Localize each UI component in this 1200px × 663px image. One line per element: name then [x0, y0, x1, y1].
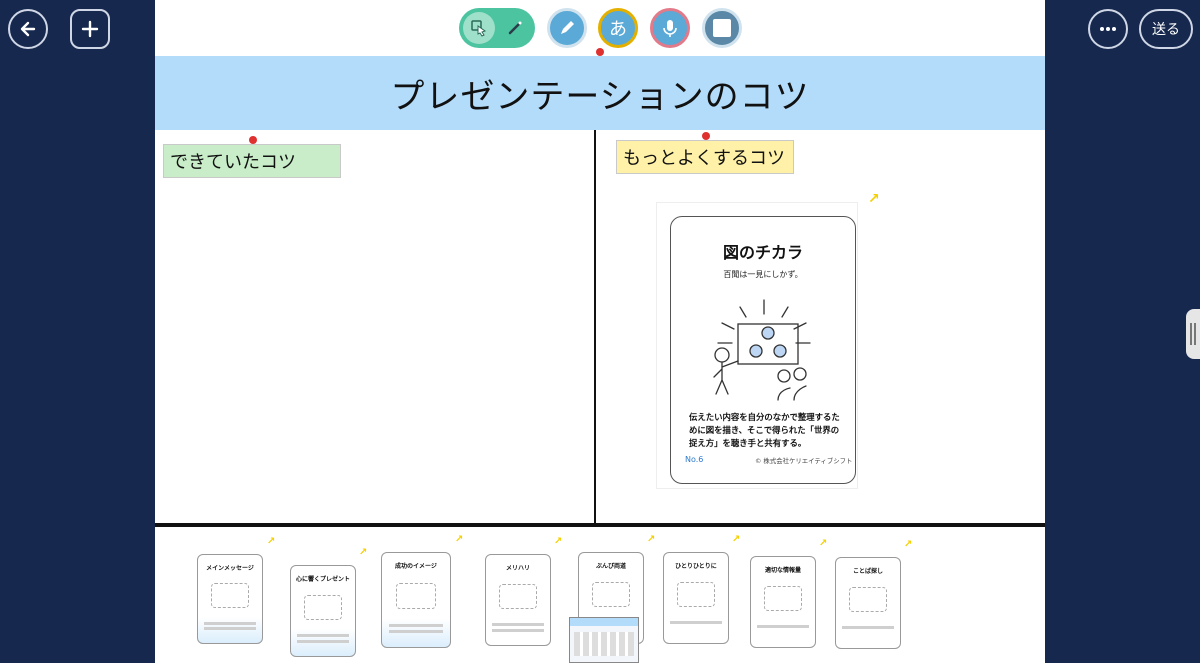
- plus-icon: [81, 20, 99, 38]
- send-button-label: 送る: [1152, 22, 1180, 38]
- tray-card-title: メインメッセージ: [206, 565, 254, 572]
- tray-card-text: [842, 626, 894, 630]
- send-button[interactable]: 送る: [1139, 9, 1193, 49]
- tray-card-title: ぶんぴ両道: [595, 563, 626, 570]
- main-card: 図のチカラ 百聞は一見にしかず。 伝えたい内容を自分のなかで整理するために図を描…: [670, 216, 856, 484]
- tray-card-expand-icon[interactable]: ↗: [267, 536, 276, 547]
- tray-divider: [155, 523, 1045, 527]
- toolbar-pin: [596, 48, 604, 56]
- tray-card-text: [204, 627, 256, 631]
- microphone-icon: [663, 20, 677, 37]
- tray-card-title: メリハリ: [505, 565, 530, 572]
- tray-card-illustration: [848, 586, 888, 612]
- tray-card-illustration: [210, 583, 250, 608]
- select-tool-group[interactable]: [459, 8, 535, 48]
- tray-card-text: [492, 623, 544, 627]
- board-title: プレゼンテーションのコツ: [390, 76, 810, 117]
- sticky-note-right-text: もっとよくするコツ: [623, 148, 785, 169]
- microphone-tool[interactable]: [650, 8, 690, 48]
- tray-card[interactable]: ひとりひとりに: [663, 552, 729, 644]
- whiteboard[interactable]: あ プレゼンテーションのコツ できていたコツ もっとよくするコツ 図のチカラ 百…: [155, 0, 1045, 663]
- ellipsis-icon: [1100, 27, 1116, 31]
- main-card-subtitle: 百聞は一見にしかず。: [723, 270, 803, 279]
- main-card-description: 伝えたい内容を自分のなかで整理するために図を描き、そこで得られた「世界の捉え方」…: [689, 412, 840, 449]
- tray-card-illustration: [395, 583, 437, 610]
- tray-card-expand-icon[interactable]: ↗: [904, 539, 913, 550]
- tray-card-expand-icon[interactable]: ↗: [554, 536, 563, 547]
- tray-card-expand-icon[interactable]: ↗: [455, 534, 464, 545]
- tray-card[interactable]: 適切な情報量: [750, 556, 816, 648]
- tray-card-text: [388, 630, 444, 634]
- tray-card-illustration: [591, 581, 631, 607]
- tray-card-text: [388, 624, 444, 628]
- tray-card-expand-icon[interactable]: ↗: [819, 538, 828, 549]
- thumbnail-header: [570, 618, 638, 626]
- main-card-title: 図のチカラ: [722, 243, 803, 262]
- tray-card-illustration: [676, 581, 716, 607]
- magic-wand-icon: [508, 21, 522, 35]
- toolbar: あ: [155, 8, 1045, 56]
- shape-tool[interactable]: [702, 8, 742, 48]
- tray-card-title: 適切な情報量: [764, 567, 801, 574]
- board-title-bar: プレゼンテーションのコツ: [155, 56, 1045, 130]
- tray-card[interactable]: 成功のイメージ: [381, 552, 451, 648]
- tray-card-illustration: [303, 594, 343, 620]
- sticky-pin-left: [249, 136, 257, 144]
- tray-card[interactable]: 心に響くプレゼント: [290, 565, 356, 657]
- main-card-expand-icon[interactable]: ↗: [868, 191, 880, 207]
- tray-card[interactable]: ことば探し: [835, 557, 901, 649]
- sticky-note-left-text: できていたコツ: [170, 152, 296, 173]
- tray-card-title: ひとりひとりに: [675, 563, 717, 570]
- tray-card-expand-icon[interactable]: ↗: [647, 534, 656, 545]
- sticky-note-left[interactable]: できていたコツ: [163, 144, 341, 178]
- back-button[interactable]: [8, 9, 48, 49]
- tray-card-expand-icon[interactable]: ↗: [732, 534, 741, 545]
- shape-icon: [713, 19, 731, 37]
- tray-card-text: [297, 639, 349, 643]
- thumbnail-grid: [574, 632, 634, 656]
- tray-card-illustration: [763, 585, 803, 611]
- magic-wand-tool[interactable]: [499, 12, 531, 44]
- tray-card-text: [757, 625, 809, 629]
- side-panel-handle[interactable]: [1186, 309, 1200, 359]
- tray-card-text: [297, 634, 349, 638]
- tray-card-illustration: [498, 583, 538, 609]
- pen-icon: [561, 21, 574, 34]
- main-card-frame[interactable]: 図のチカラ 百聞は一見にしかず。 伝えたい内容を自分のなかで整理するために図を描…: [657, 203, 857, 488]
- tray-card-text: [492, 628, 544, 632]
- tray-card-title: ことば探し: [852, 568, 883, 575]
- arrow-left-icon: [20, 21, 36, 37]
- main-card-number: No.6: [685, 455, 704, 464]
- tray-card[interactable]: メインメッセージ: [197, 554, 263, 644]
- text-tool[interactable]: あ: [598, 8, 638, 48]
- tray-card-text: [204, 621, 256, 625]
- tray-card-expand-icon[interactable]: ↗: [359, 547, 368, 558]
- whiteboard-illustration: [713, 299, 811, 401]
- tray-card-text: [670, 621, 722, 625]
- sticky-note-right[interactable]: もっとよくするコツ: [616, 140, 794, 174]
- hand-pointer-tool[interactable]: [463, 12, 495, 44]
- tray-card-title: 心に響くプレゼント: [295, 576, 350, 583]
- text-tool-label: あ: [609, 19, 627, 40]
- tray-card[interactable]: メリハリ: [485, 554, 551, 646]
- add-button[interactable]: [70, 9, 110, 49]
- pen-tool[interactable]: [547, 8, 587, 48]
- more-button[interactable]: [1088, 9, 1128, 49]
- sticky-pin-right: [702, 132, 710, 140]
- tray-card-title: 成功のイメージ: [395, 563, 437, 570]
- column-divider: [594, 130, 596, 525]
- hand-pointer-icon: [471, 20, 487, 37]
- screenshot-thumbnail[interactable]: [569, 617, 639, 663]
- main-card-copyright: © 株式会社ケリエイティブシフト: [755, 457, 853, 465]
